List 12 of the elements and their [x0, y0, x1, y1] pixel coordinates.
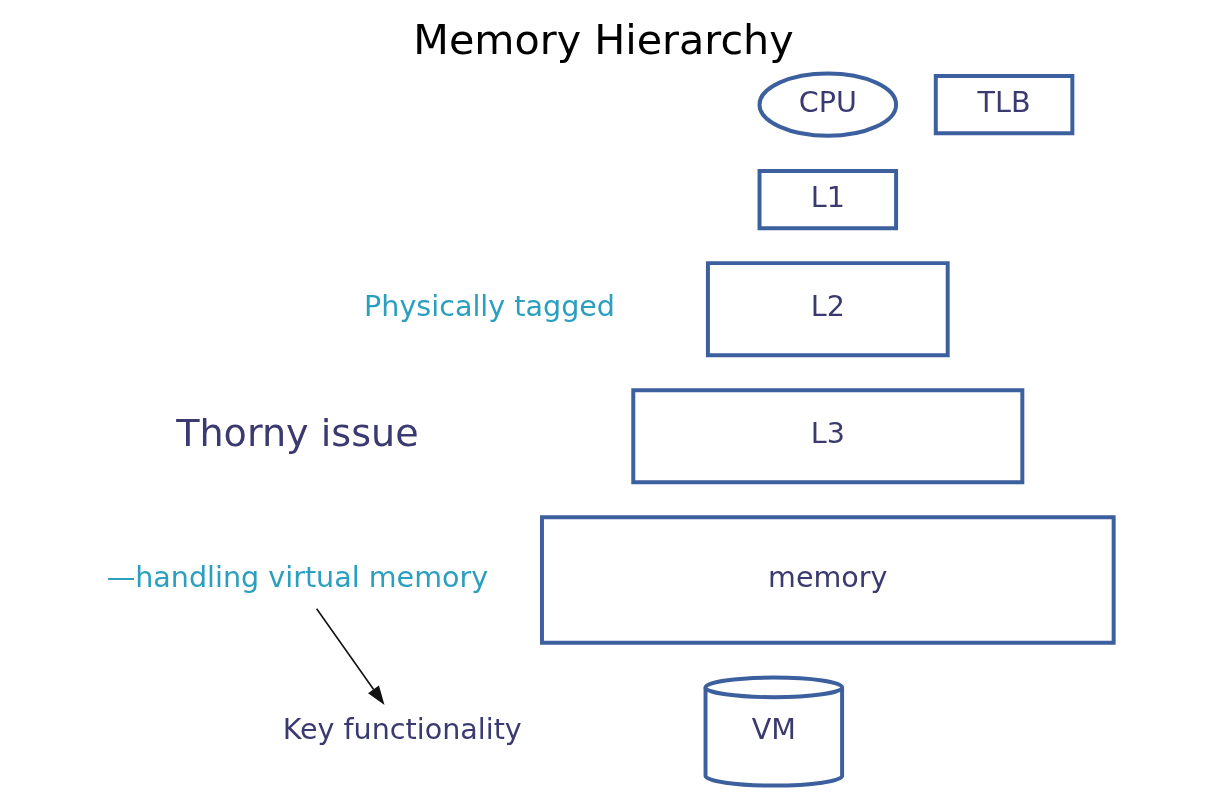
node-box: memory [539, 515, 1116, 645]
label: Physically tagged [363, 289, 615, 324]
node-box: TLB [933, 74, 1074, 136]
node-ellipse: CPU [757, 71, 898, 138]
arrow [315, 607, 384, 705]
label: Thorny issue [175, 411, 419, 456]
node-box: L3 [630, 388, 1024, 485]
node-text: Key functionality [282, 711, 522, 746]
node-box: L1 [757, 169, 898, 231]
diagram-title: Memory Hierarchy [412, 15, 794, 64]
node-text: —handling virtual memory [106, 559, 488, 594]
node-box: L2 [705, 261, 950, 358]
